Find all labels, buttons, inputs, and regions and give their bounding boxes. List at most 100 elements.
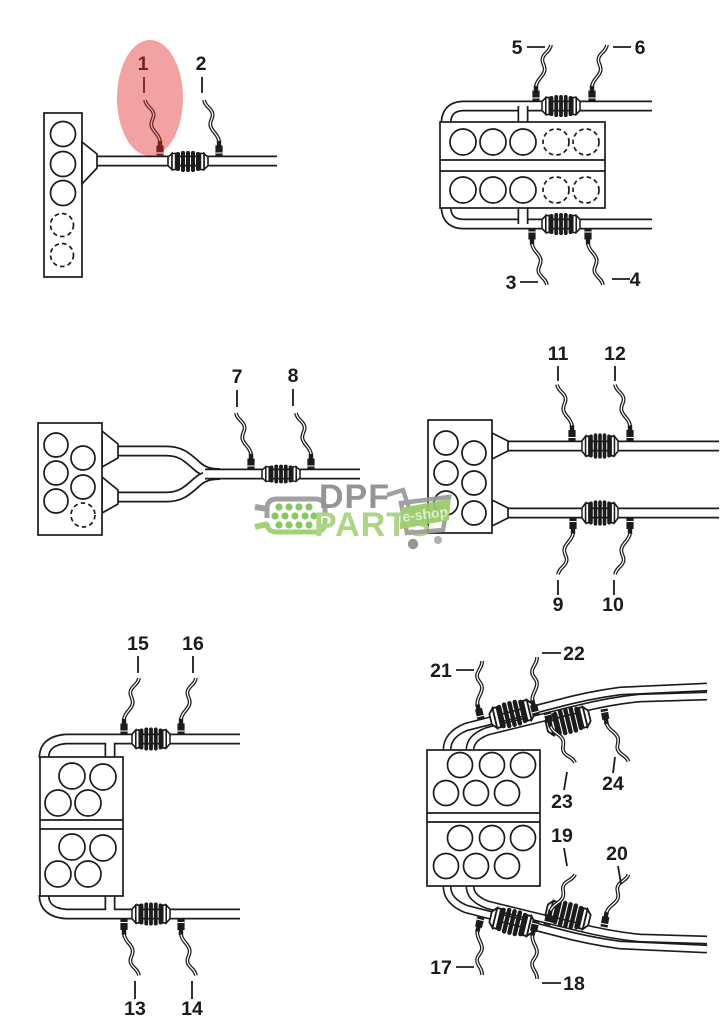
callout-6[interactable]: 6 <box>613 37 646 59</box>
cylinder <box>461 500 487 526</box>
cylinder <box>493 852 521 880</box>
svg-text:2: 2 <box>196 53 207 75</box>
callout-3[interactable]: 3 <box>506 272 538 294</box>
callout-23[interactable]: 23 <box>551 771 573 813</box>
callout-16[interactable]: 16 <box>182 633 204 673</box>
cylinder <box>433 460 459 486</box>
svg-text:18: 18 <box>563 973 585 995</box>
cylinder <box>446 824 474 852</box>
cylinder <box>449 176 477 204</box>
cylinder <box>509 751 537 779</box>
svg-text:6: 6 <box>635 37 646 59</box>
lambda-sensor-5 <box>530 43 553 103</box>
svg-text:19: 19 <box>551 825 573 847</box>
catalytic-converter <box>131 901 171 927</box>
svg-text:21: 21 <box>430 660 452 682</box>
lambda-sensor-13 <box>118 917 141 978</box>
lambda-sensor-4 <box>582 227 605 287</box>
callout-8[interactable]: 8 <box>288 365 299 406</box>
svg-text:13: 13 <box>124 998 146 1020</box>
svg-text:5: 5 <box>512 37 523 59</box>
svg-text:4: 4 <box>630 269 641 291</box>
callout-19[interactable]: 19 <box>551 825 573 867</box>
exhaust-cone <box>491 498 509 528</box>
cylinder <box>432 779 460 807</box>
cylinder <box>89 763 117 791</box>
cylinder-dashed <box>572 128 600 156</box>
lambda-sensor-8 <box>294 411 317 471</box>
svg-text:24: 24 <box>602 773 624 795</box>
svg-text:23: 23 <box>551 791 573 813</box>
callout-7[interactable]: 7 <box>232 366 243 407</box>
cylinder <box>479 176 507 204</box>
lambda-sensor-20 <box>598 869 631 932</box>
highlight-ellipse-part-1[interactable] <box>117 40 183 156</box>
cylinder <box>478 751 506 779</box>
cylinder-dashed <box>542 128 570 156</box>
diagram-v12-quad-cat: 21 22 23 24 19 20 17 18 <box>426 643 708 995</box>
catalytic-converter <box>261 463 301 485</box>
svg-text:7: 7 <box>232 366 243 388</box>
cylinder <box>44 860 72 888</box>
cylinder <box>433 490 459 516</box>
cylinder <box>509 824 537 852</box>
lambda-sensor-10 <box>613 516 636 577</box>
cylinder <box>74 860 102 888</box>
lambda-sensor-7 <box>234 411 257 471</box>
callout-10[interactable]: 10 <box>602 580 624 616</box>
callout-12[interactable]: 12 <box>604 343 626 381</box>
cylinder <box>44 789 72 817</box>
diagram-v6-y-pipe: 7 8 <box>37 365 360 536</box>
cylinder <box>509 128 537 156</box>
cylinder <box>74 789 102 817</box>
callout-5[interactable]: 5 <box>512 37 545 59</box>
cylinder <box>462 779 490 807</box>
callout-24[interactable]: 24 <box>602 756 624 795</box>
cylinder-dashed <box>49 212 75 238</box>
diagram-v10-dual-bank: 5 6 3 4 <box>439 37 652 294</box>
callout-9[interactable]: 9 <box>553 580 564 616</box>
cylinder-dashed <box>49 242 75 268</box>
svg-text:14: 14 <box>181 998 203 1020</box>
svg-text:8: 8 <box>288 365 299 387</box>
lambda-sensor-3 <box>526 227 549 287</box>
lambda-sensor-15 <box>118 676 141 736</box>
cylinder <box>433 430 459 456</box>
callout-13[interactable]: 13 <box>124 981 146 1020</box>
callout-22[interactable]: 22 <box>542 643 585 665</box>
catalytic-converter <box>167 150 209 173</box>
exhaust-cone <box>81 140 98 187</box>
callout-17[interactable]: 17 <box>430 957 474 979</box>
cylinder <box>432 852 460 880</box>
cylinder <box>449 128 477 156</box>
callout-14[interactable]: 14 <box>181 981 203 1020</box>
svg-text:9: 9 <box>553 594 564 616</box>
svg-text:11: 11 <box>548 343 569 365</box>
cylinder <box>493 779 521 807</box>
callout-1[interactable]: 1 <box>138 53 149 93</box>
callout-18[interactable]: 18 <box>542 973 585 995</box>
callout-20[interactable]: 20 <box>606 843 628 885</box>
cylinder <box>461 470 487 496</box>
callout-11[interactable]: 11 <box>548 343 569 381</box>
cylinder <box>58 762 86 790</box>
diagram-inline4-single-cat: 1 2 <box>43 40 277 278</box>
svg-text:3: 3 <box>506 272 517 294</box>
callout-2[interactable]: 2 <box>196 53 207 93</box>
callout-21[interactable]: 21 <box>430 660 474 682</box>
cylinder <box>446 751 474 779</box>
svg-text:16: 16 <box>182 633 204 655</box>
svg-text:10: 10 <box>602 594 624 616</box>
callout-4[interactable]: 4 <box>612 269 641 291</box>
svg-text:1: 1 <box>138 53 149 75</box>
svg-text:12: 12 <box>604 343 626 365</box>
callout-15[interactable]: 15 <box>127 633 149 673</box>
exhaust-cone <box>101 429 119 469</box>
cylinder <box>49 120 77 148</box>
cylinder <box>43 432 69 458</box>
lambda-sensor-12 <box>613 382 636 443</box>
cylinder-dashed <box>542 176 570 204</box>
lambda-sensor-11 <box>555 382 578 443</box>
